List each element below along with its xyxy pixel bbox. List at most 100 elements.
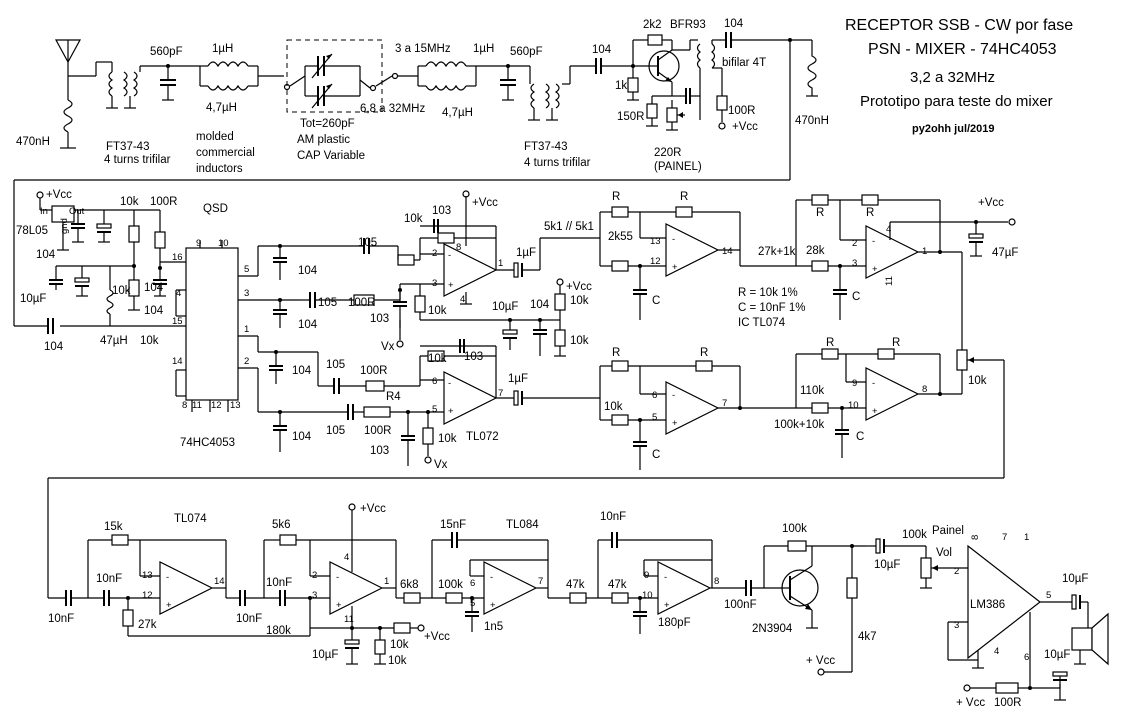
lbl-104-fe-a: 104 [592, 44, 612, 56]
lbl-28k: 28k [806, 245, 825, 257]
lbl-in: In [40, 206, 48, 217]
lbl-lm386: LM386 [970, 599, 1005, 611]
lbl-105-b: 105 [318, 297, 337, 309]
lbl-bifilar: bifilar 4T [722, 57, 766, 69]
transistor-2n3904-icon [781, 565, 819, 611]
pin-8: 8 [182, 400, 187, 411]
lbl-1k: 1k [615, 80, 627, 92]
lbl-4k7: 4k7 [858, 631, 877, 643]
lbl-100k10k: 100k+10k [774, 419, 824, 431]
lbl-74hc4053: 74HC4053 [180, 437, 235, 449]
lbl-cv2: AM plastic [297, 134, 350, 146]
psn-section: R R - + 13 12 14 2k55 C 27k+1k R R - + 2… [47, 191, 1018, 598]
lbl-2k2: 2k2 [643, 19, 662, 31]
lbl-note3: IC TL074 [738, 317, 786, 329]
opamp-audio-b [329, 561, 384, 615]
pin-psn-12: 12 [650, 256, 661, 267]
lbl-100r-qsd: 100R [150, 196, 178, 208]
antenna-icon [54, 39, 82, 84]
lbl-psn-r2: R [680, 191, 688, 203]
pin-psn-2: 2 [852, 238, 857, 249]
lbl-110k: 110k [800, 385, 824, 397]
pin-14: 14 [172, 356, 183, 367]
pin-13: 13 [230, 400, 241, 411]
lbl-105-c: 105 [326, 359, 345, 371]
pin-15: 15 [172, 316, 183, 327]
inductor-470nh-out [807, 40, 817, 96]
svg-text:+: + [664, 600, 670, 611]
opamp-audio-d [657, 561, 712, 615]
lbl-molded3: inductors [196, 163, 243, 175]
lbl-15k: 15k [104, 521, 123, 533]
rf-frontend: 470nH FT37-43 4 turns trifilar 560pF 1µH… [13, 18, 829, 327]
lbl-47k-a: 47k [566, 579, 585, 591]
lbl-psn-r8: R [892, 337, 900, 349]
lbl-470nh-out: 470nH [795, 115, 829, 127]
inductor-1uh-a [207, 61, 249, 68]
pot-volume [920, 557, 932, 579]
lbl-10uf-lm-b: 10µF [1044, 649, 1070, 661]
svg-text:-: - [448, 250, 451, 261]
lbl-10k-pa-c: 10k [570, 295, 589, 307]
svg-text:-: - [872, 378, 875, 389]
pin-lm-6: 6 [1024, 652, 1029, 663]
pin-ab-4: 4 [344, 552, 349, 563]
lbl-cv3: CAP Variable [297, 150, 365, 162]
lbl-1uh-b: 1µH [473, 43, 494, 55]
lbl-100k-vol: 100k [902, 529, 927, 541]
inductor-1uh-b [425, 61, 467, 68]
lbl-vx-a: Vx [381, 341, 395, 353]
opamp-u1a [443, 243, 498, 297]
lbl-t1b: 4 turns trifilar [104, 154, 171, 166]
pin-u1a-1: 1 [498, 258, 503, 269]
lbl-103-d: 103 [370, 445, 389, 457]
lbl-103-a: 103 [432, 205, 451, 217]
lbl-47uf: 47µF [992, 247, 1018, 259]
lbl-104-ca1: 104 [298, 265, 318, 277]
lbl-10nf-a: 10nF [48, 613, 74, 625]
pin-lm-1: 1 [1024, 532, 1029, 543]
qsd-section: +Vcc In Out gnd 78L05 104 10k 10k 100R 1… [16, 189, 364, 452]
lbl-psn-r3: R [816, 207, 824, 219]
opamp-audio-a [159, 561, 214, 615]
pin-lm-7: 7 [1002, 532, 1007, 543]
pin-u1a-2: 2 [432, 248, 437, 259]
pin-ac-5: 5 [470, 598, 475, 609]
pin-aa-13: 13 [142, 570, 153, 581]
lbl-100r-fe: 100R [728, 105, 756, 117]
lbl-psn-c1: C [652, 295, 660, 307]
svg-text:+: + [448, 406, 454, 417]
pin-ad-10: 10 [642, 590, 653, 601]
lbl-vcc-qsd: +Vcc [46, 189, 72, 201]
pin-ac-6: 6 [470, 578, 475, 589]
lbl-vcc-pa2: +Vcc [566, 281, 592, 293]
inductor-4u7-a [207, 84, 249, 91]
pin-ab-11: 11 [344, 614, 354, 625]
transformer-t2-icon [528, 65, 596, 121]
lbl-band2: 6,8 a 32MHz [360, 103, 425, 115]
title-line1: RECEPTOR SSB - CW por fase [845, 17, 1073, 34]
lbl-10k-pa-f: 10k [438, 433, 457, 445]
svg-text:+: + [166, 600, 172, 611]
lbl-104-ca4: 104 [292, 431, 312, 443]
lbl-5k6: 5k6 [272, 519, 291, 531]
lbl-10k-pa-e: 10k [428, 353, 447, 365]
lbl-band1: 3 a 15MHz [395, 43, 451, 55]
lbl-cv1: Tot=260pF [300, 118, 355, 130]
pin-u1b-7: 7 [498, 388, 503, 399]
lbl-10nf-b: 10nF [96, 573, 122, 585]
pin-psn-4: 4 [886, 224, 891, 235]
lbl-pot-10k: 10k [968, 375, 987, 387]
pin-10: 10 [218, 238, 229, 249]
lbl-1uf-a: 1µF [516, 247, 536, 259]
lbl-27k1k: 27k+1k [758, 246, 796, 258]
lbl-1uf-b: 1µF [508, 373, 528, 385]
lbl-psn-r5: R [612, 347, 620, 359]
svg-text:-: - [490, 572, 493, 583]
pin-u1a-4: 4 [460, 294, 465, 305]
lbl-psn-c4: C [856, 431, 864, 443]
lbl-47uh: 47µH [100, 335, 128, 347]
pin-3: 3 [244, 288, 249, 299]
lbl-psn-c2: C [852, 291, 860, 303]
opamp-psn-d [865, 367, 920, 421]
